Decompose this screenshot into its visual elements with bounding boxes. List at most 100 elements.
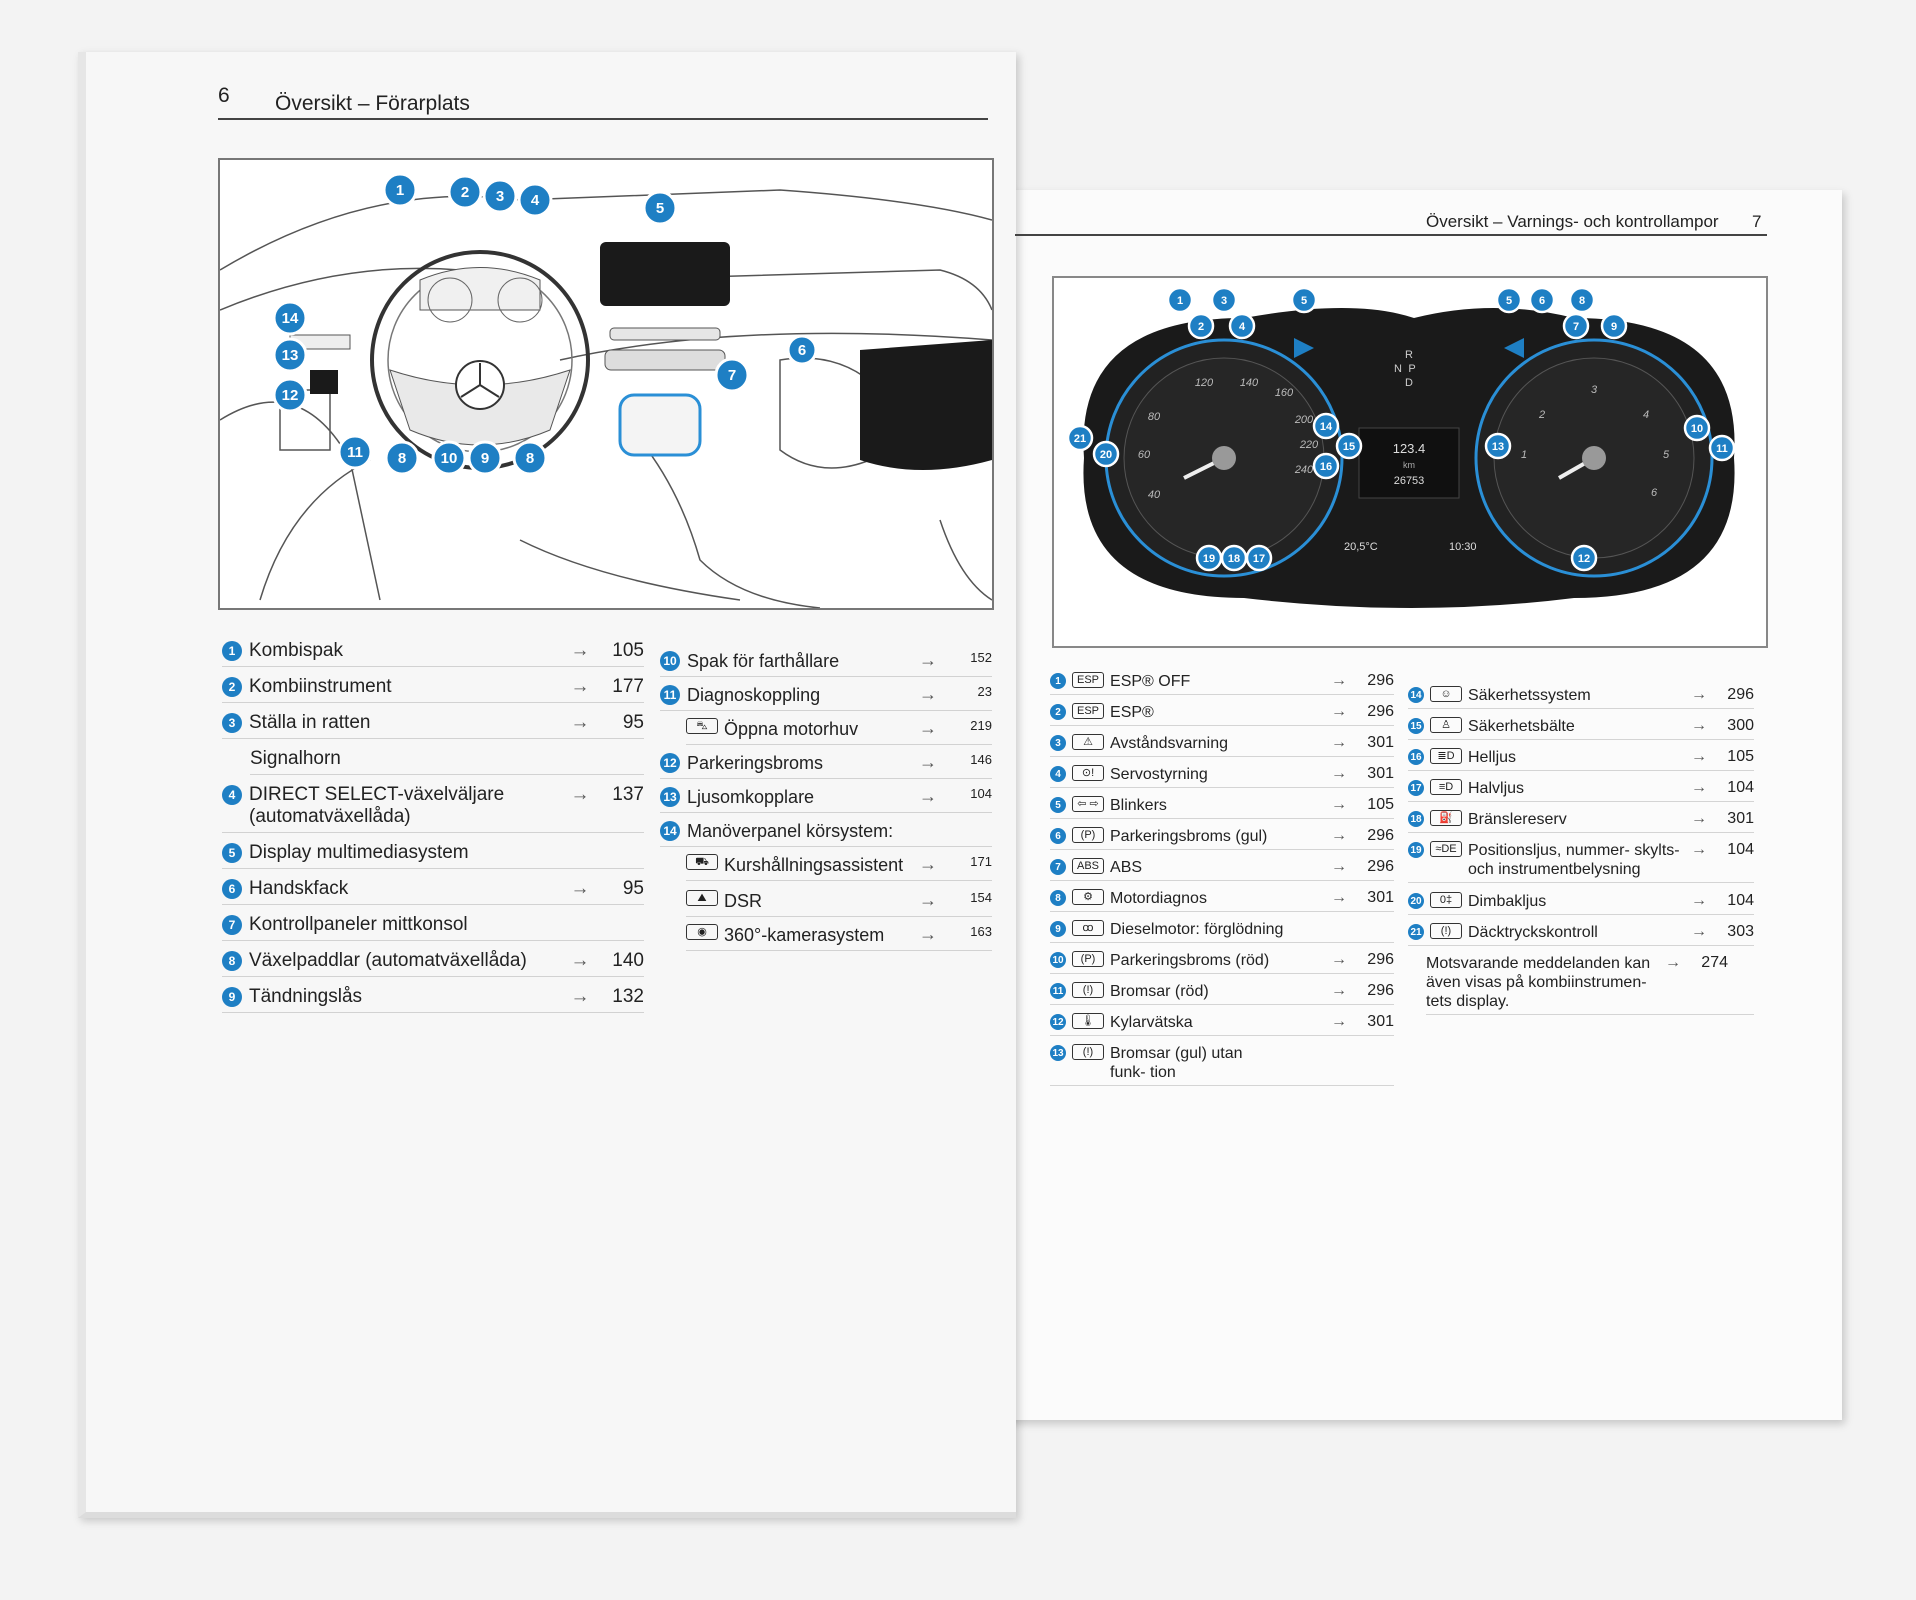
num-badge: 21: [1408, 924, 1424, 940]
cluster-figure: 123.4 km 26753 20,5°C 10:30 R N P D 40 6…: [1052, 276, 1768, 648]
num-badge: 10: [1050, 952, 1066, 968]
cluster-callout: 5: [1301, 295, 1307, 307]
cluster-callout: 15: [1343, 441, 1355, 453]
cluster-callout: 18: [1228, 553, 1240, 565]
warning-row: 6(P)Parkeringsbroms (gul)→296: [1050, 827, 1394, 850]
left-running-head: Översikt – Förarplats: [275, 92, 470, 115]
callout-5: 5: [656, 200, 664, 217]
cluster-callout: 4: [1239, 321, 1246, 333]
num-badge: 1: [222, 641, 242, 661]
num-badge: 2: [1050, 704, 1066, 720]
callout-8b: 8: [526, 450, 534, 467]
num-badge: 15: [1408, 718, 1424, 734]
num-badge: 7: [1050, 859, 1066, 875]
cluster-callout: 19: [1203, 553, 1215, 565]
tick: 6: [1651, 487, 1658, 499]
cluster-callout: 7: [1573, 321, 1579, 333]
cluster-callout: 11: [1716, 443, 1728, 455]
tick: 4: [1643, 409, 1649, 421]
tick: 120: [1195, 377, 1214, 389]
warning-row: 15♙Säkerhetsbälte→300: [1408, 717, 1754, 740]
parking-brake-red-icon: (P): [1072, 951, 1104, 967]
dsr-icon: ⛰: [686, 890, 718, 906]
gear-p: P: [1408, 363, 1415, 375]
warning-note-row: Motsvarande meddelanden kan även visas p…: [1426, 954, 1754, 1015]
esp-off-icon: ESP: [1072, 672, 1105, 688]
legend-row: ◉360°-kamerasystem→163: [686, 924, 992, 951]
warning-row: 18⛽Bränslereserv→301: [1408, 810, 1754, 833]
warning-row: 5⇦ ⇨Blinkers→105: [1050, 796, 1394, 819]
num-badge: 19: [1408, 842, 1424, 858]
legend-row: ⛟Kurshållningsassistent→171: [686, 854, 992, 881]
callout-4: 4: [531, 192, 540, 209]
glow-plug-icon: ꝏ: [1072, 920, 1104, 936]
cluster-callout: 8: [1579, 295, 1585, 307]
airbag-icon: ☺: [1430, 686, 1462, 702]
tire-pressure-icon: (!): [1430, 923, 1462, 939]
brake-yellow-icon: (!): [1072, 1044, 1104, 1060]
cluster-callout: 13: [1492, 441, 1504, 453]
speed-readout: 123.4: [1393, 441, 1426, 456]
cluster-callout: 21: [1074, 433, 1086, 445]
gear-r: R: [1405, 349, 1413, 361]
low-beam-icon: ≡D: [1430, 779, 1462, 795]
tick: 40: [1148, 489, 1161, 501]
cluster-callout: 20: [1100, 449, 1112, 461]
cluster-callout: 9: [1611, 321, 1617, 333]
tick: 3: [1591, 384, 1598, 396]
cluster-callout: 2: [1198, 321, 1204, 333]
position-light-icon: ≈DE: [1430, 841, 1462, 857]
num-badge: 17: [1408, 780, 1424, 796]
callout-10: 10: [441, 450, 458, 467]
gear-n: N: [1394, 363, 1402, 375]
right-head-rule: [1015, 234, 1767, 236]
num-badge: 4: [1050, 766, 1066, 782]
turn-signal-icon: ⇦ ⇨: [1072, 796, 1104, 812]
callout-2: 2: [461, 184, 469, 201]
distance-warning-icon: ⚠: [1072, 734, 1104, 750]
callout-11: 11: [347, 444, 363, 461]
num-badge: 1: [1050, 673, 1066, 689]
warning-row: 21(!)Däcktryckskontroll→303: [1408, 923, 1754, 946]
tick: 220: [1299, 439, 1319, 451]
warning-row: 10(P)Parkeringsbroms (röd)→296: [1050, 951, 1394, 974]
num-badge: 13: [1050, 1045, 1066, 1061]
engine-icon: ⚙: [1072, 889, 1104, 905]
callout-13: 13: [282, 347, 299, 364]
warning-row: 12🌡Kylarvätska→301: [1050, 1013, 1394, 1036]
num-badge: 6: [1050, 828, 1066, 844]
outside-temp: 20,5°C: [1344, 541, 1378, 553]
seatbelt-icon: ♙: [1430, 717, 1462, 733]
left-page-number: 6: [218, 84, 230, 107]
odometer: 26753: [1394, 475, 1425, 487]
num-badge: 10: [660, 651, 680, 671]
callout-1: 1: [396, 182, 404, 199]
num-badge: 13: [660, 787, 680, 807]
num-badge: 9: [1050, 921, 1066, 937]
left-head-rule: [218, 118, 988, 120]
gear-d: D: [1405, 377, 1413, 389]
num-badge: 6: [222, 879, 242, 899]
coolant-icon: 🌡: [1072, 1013, 1104, 1029]
tick: 2: [1538, 409, 1545, 421]
warning-row: 13(!)Bromsar (gul) utan funk- tion: [1050, 1044, 1394, 1086]
callout-6: 6: [798, 342, 806, 359]
car-hood-icon: ⛍: [686, 718, 718, 734]
num-badge: 12: [660, 753, 680, 773]
